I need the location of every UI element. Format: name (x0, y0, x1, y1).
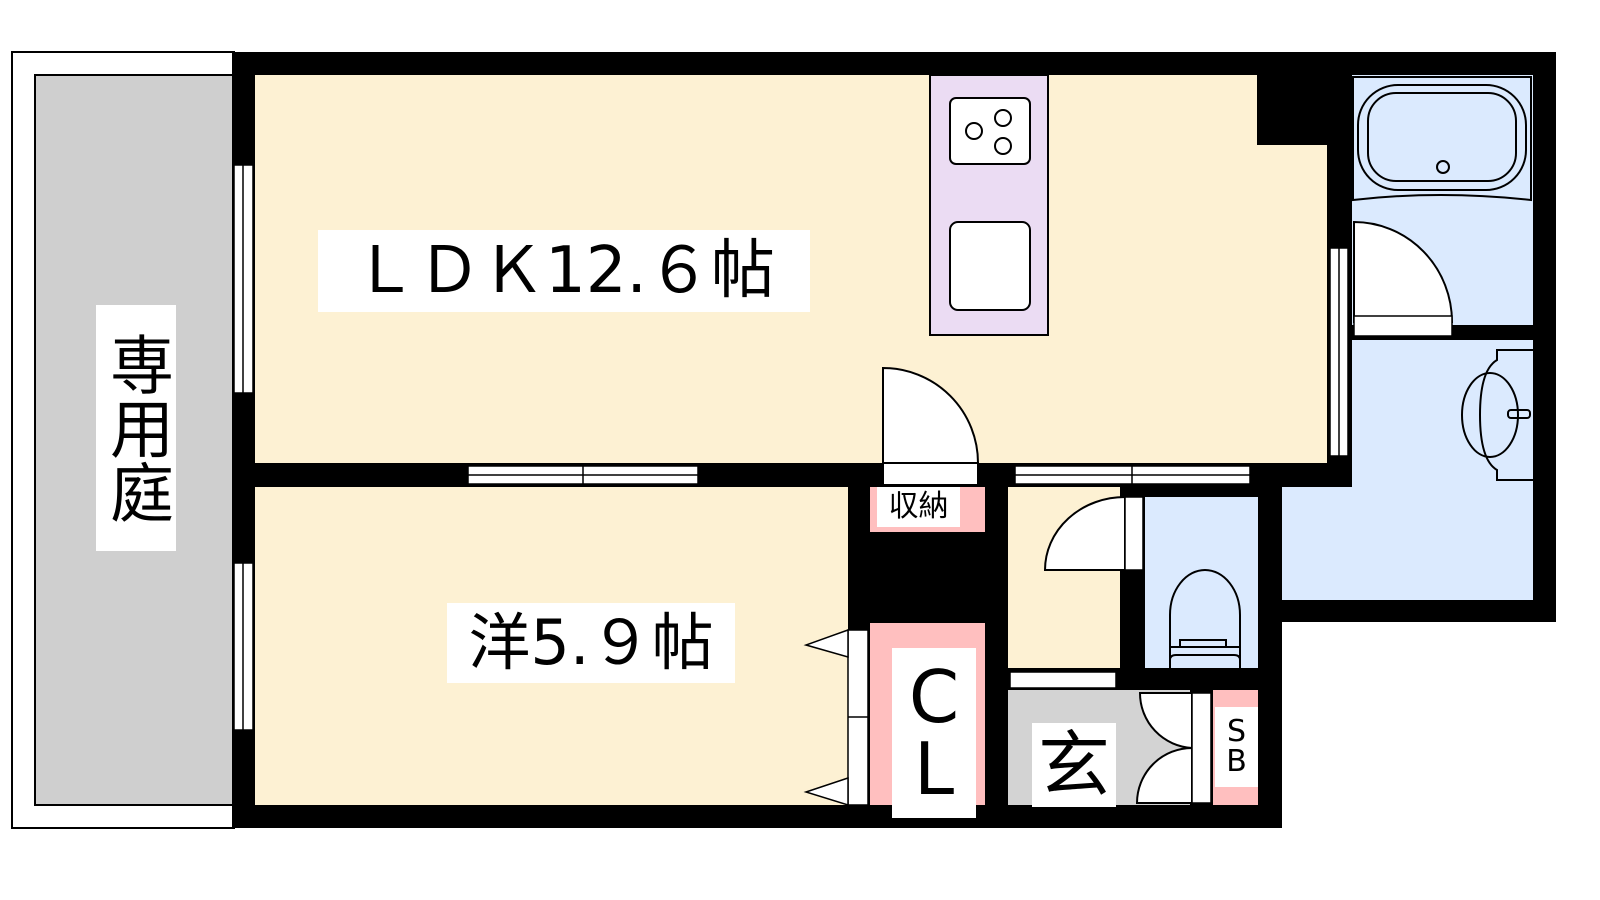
toilet-room (1145, 497, 1258, 668)
entrance-label: 玄 (1032, 723, 1116, 807)
toilet-icon (1169, 569, 1241, 670)
sliding-door-icon (467, 247, 1349, 485)
door-swing-icon (1043, 495, 1126, 571)
storage-label: 収納 (877, 487, 960, 527)
door-frame (1124, 496, 1144, 571)
door-frame (1009, 671, 1117, 689)
door-frame (1353, 315, 1453, 337)
sink-icon (949, 221, 1031, 311)
door-swing-icon (1353, 220, 1454, 323)
bathtub-icon (1352, 76, 1532, 202)
burner-icons (965, 109, 1012, 155)
garden-label: 専用庭 (96, 305, 176, 551)
western-room-label: 洋5.９帖 (447, 603, 735, 683)
washbasin-icon (1461, 349, 1533, 481)
stove-icon (949, 97, 1031, 165)
closet-label-c: C (908, 655, 960, 739)
shoe-box-label-b: B (1226, 744, 1247, 779)
shoe-box-label: S B (1215, 707, 1258, 787)
ldk-label: ＬＤＫ12.６帖 (318, 230, 810, 312)
door-frame (1191, 692, 1212, 804)
garden-label-text: 専用庭 (99, 332, 173, 524)
closet-label: C L (892, 648, 976, 818)
washroom (1282, 340, 1533, 600)
window-icon (233, 164, 254, 731)
entrance-door-icon (1135, 692, 1193, 804)
door-frame (882, 462, 979, 486)
shoe-box-label-s: S (1226, 714, 1247, 749)
door-swing-icon (882, 366, 980, 464)
closet-door-icon (803, 628, 869, 807)
closet-label-l: L (913, 727, 955, 811)
